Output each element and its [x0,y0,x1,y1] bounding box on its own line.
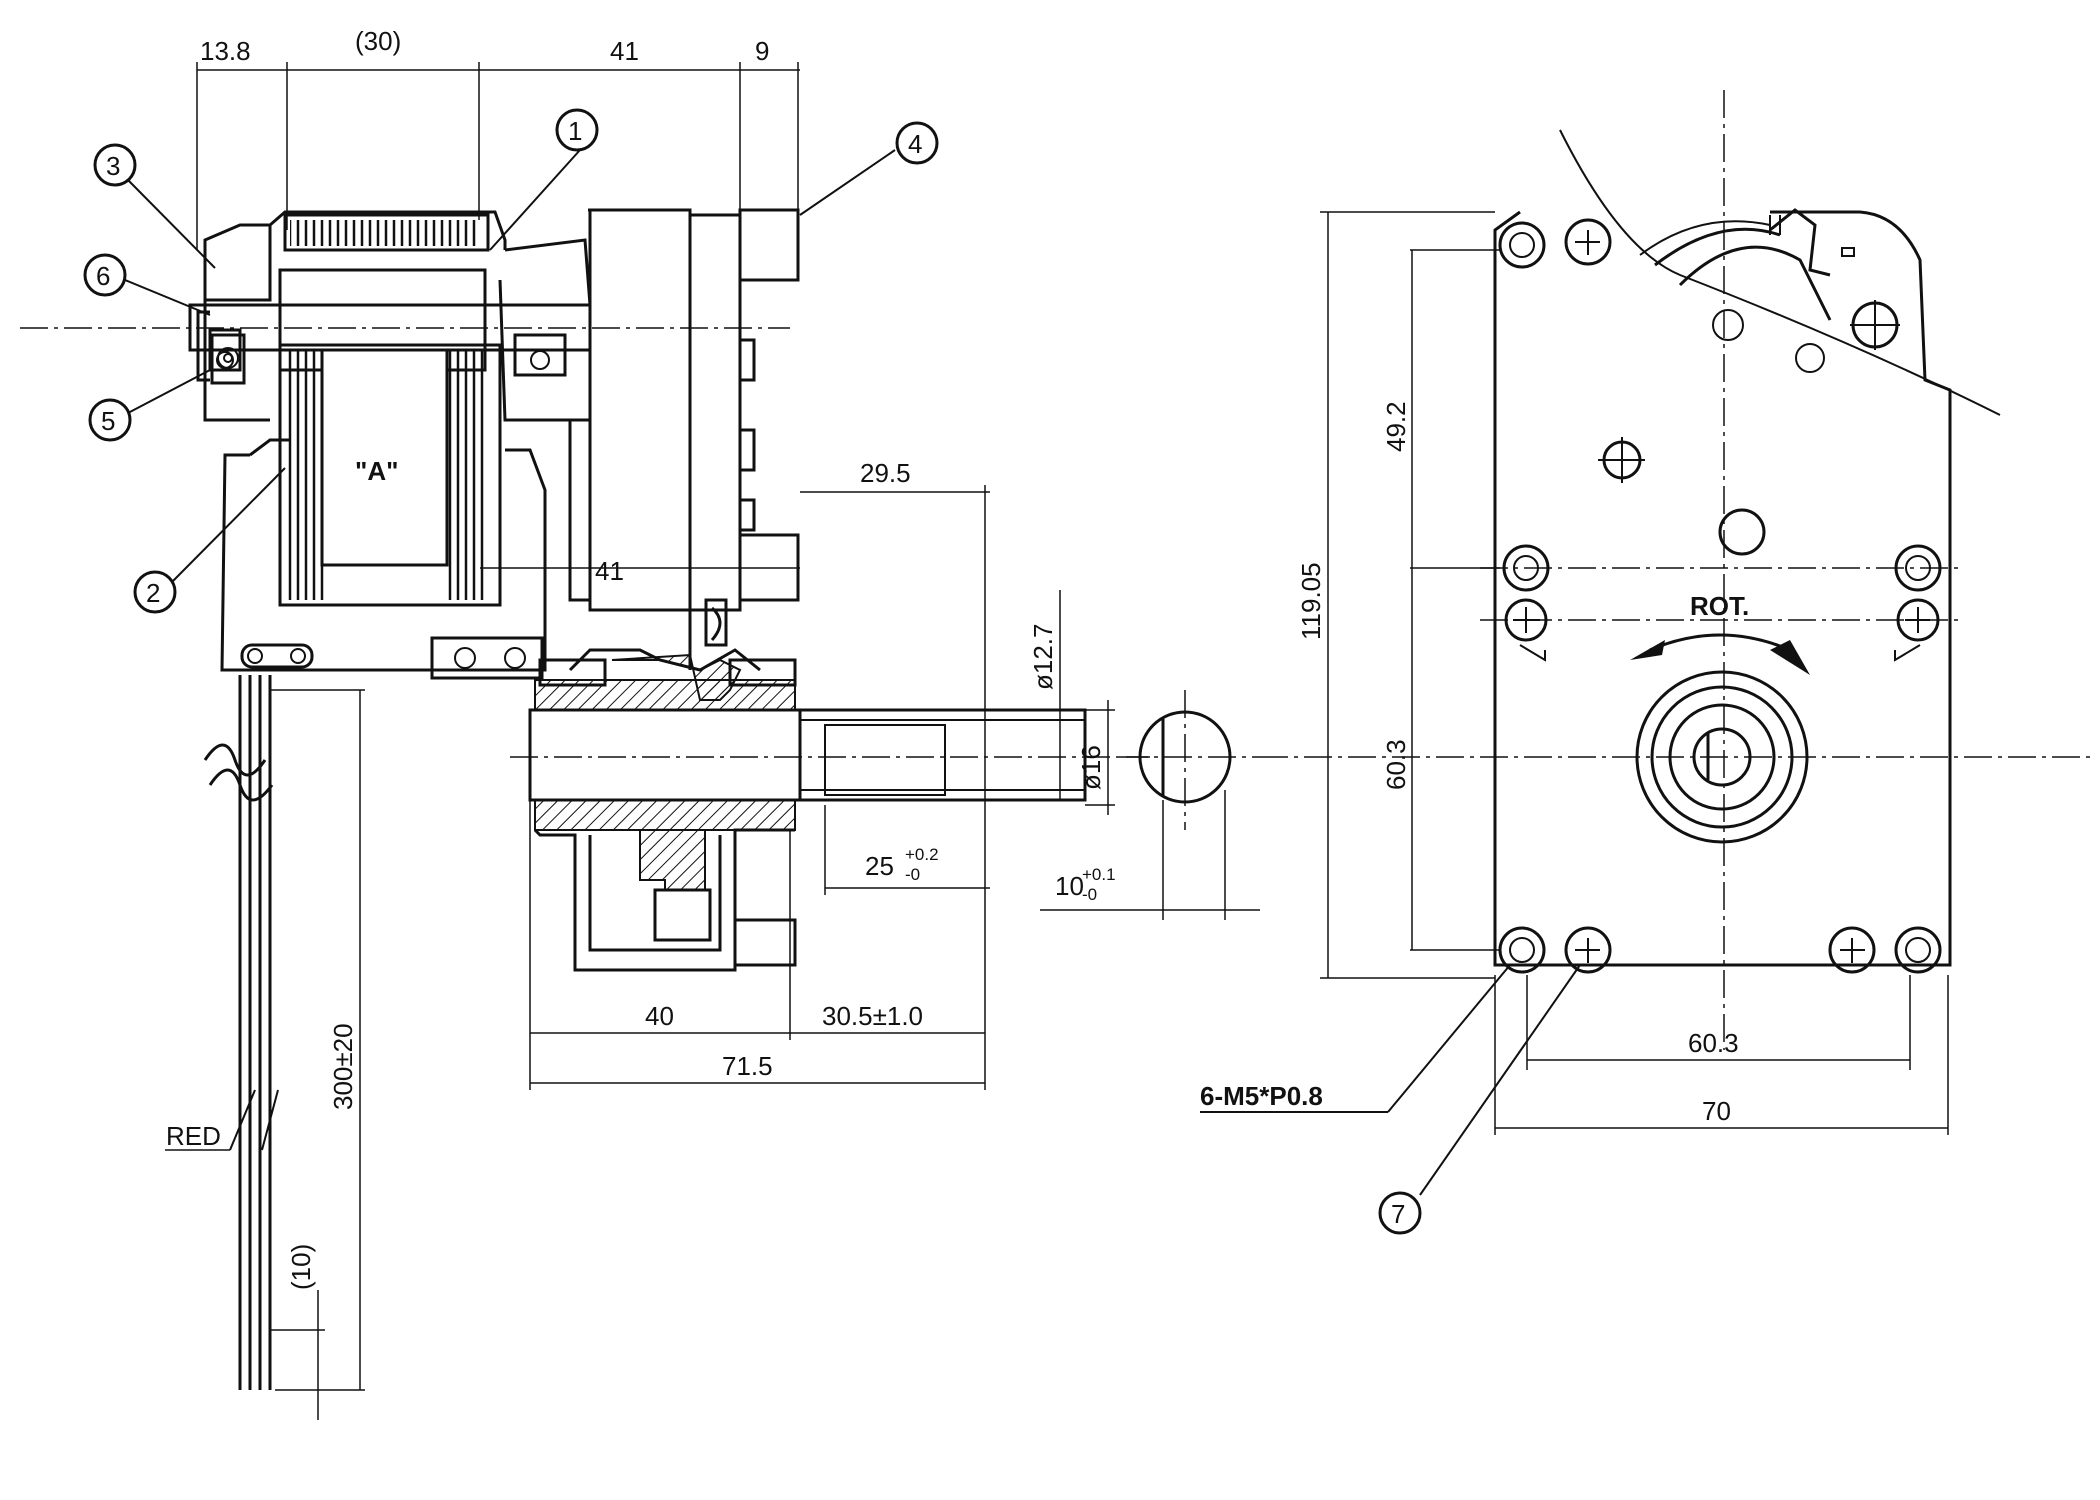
dim-top-30: (30) [355,26,401,56]
callout-5: 5 [101,406,115,436]
wire-color-label: RED [166,1121,221,1151]
dim-len-25: 25 [865,851,894,881]
dim-49-2: 49.2 [1381,401,1411,452]
dim-shaft-29-5: 29.5 [860,458,911,488]
callout-7: 7 [1391,1199,1405,1229]
callout-3: 3 [106,151,120,181]
thread-spec-label: 6-M5*P0.8 [1200,1081,1323,1111]
callout-6: 6 [96,261,110,291]
dim-60-3-vertical: 60.3 [1381,739,1411,790]
dim-top-41: 41 [610,36,639,66]
coil-label: "A" [355,456,398,486]
dim-dia-16: ø16 [1076,745,1106,790]
dim-flat-10-tol-plus: +0.1 [1082,865,1116,884]
shaft-end-view: 10 +0.1 -0 [1040,690,1260,920]
rotation-label: ROT. [1690,591,1749,621]
dim-bottom-30-5: 30.5±1.0 [822,1001,923,1031]
dim-len-25-tol-minus: -0 [905,865,920,884]
dim-bottom-40: 40 [645,1001,674,1031]
dim-lead-300: 300±20 [328,1023,358,1110]
dim-bottom-71-5: 71.5 [722,1051,773,1081]
dim-mid-41: 41 [595,556,624,586]
dim-dia-12-7: ø12.7 [1028,624,1058,691]
dim-lead-10: (10) [286,1244,316,1290]
callouts: 1 2 3 4 5 6 7 [83,108,1422,1235]
dim-len-25-tol-plus: +0.2 [905,845,939,864]
dim-119-05: 119.05 [1296,562,1326,640]
callout-2: 2 [146,578,160,608]
callout-1: 1 [568,116,582,146]
dim-flat-10: 10 [1055,871,1084,901]
dim-flat-10-tol-minus: -0 [1082,885,1097,904]
dim-70: 70 [1702,1096,1731,1126]
dim-60-3-horizontal: 60.3 [1688,1028,1739,1058]
side-view: 41 29.5 ø12.7 ø16 25 +0.2 -0 40 30.5±1.0… [20,26,1150,1420]
front-view: ROT. 119.05 49.2 60.3 60.3 [1200,90,2095,1196]
dim-top-13-8: 13.8 [200,36,251,66]
callout-4: 4 [908,129,922,159]
dim-top-9: 9 [755,36,769,66]
